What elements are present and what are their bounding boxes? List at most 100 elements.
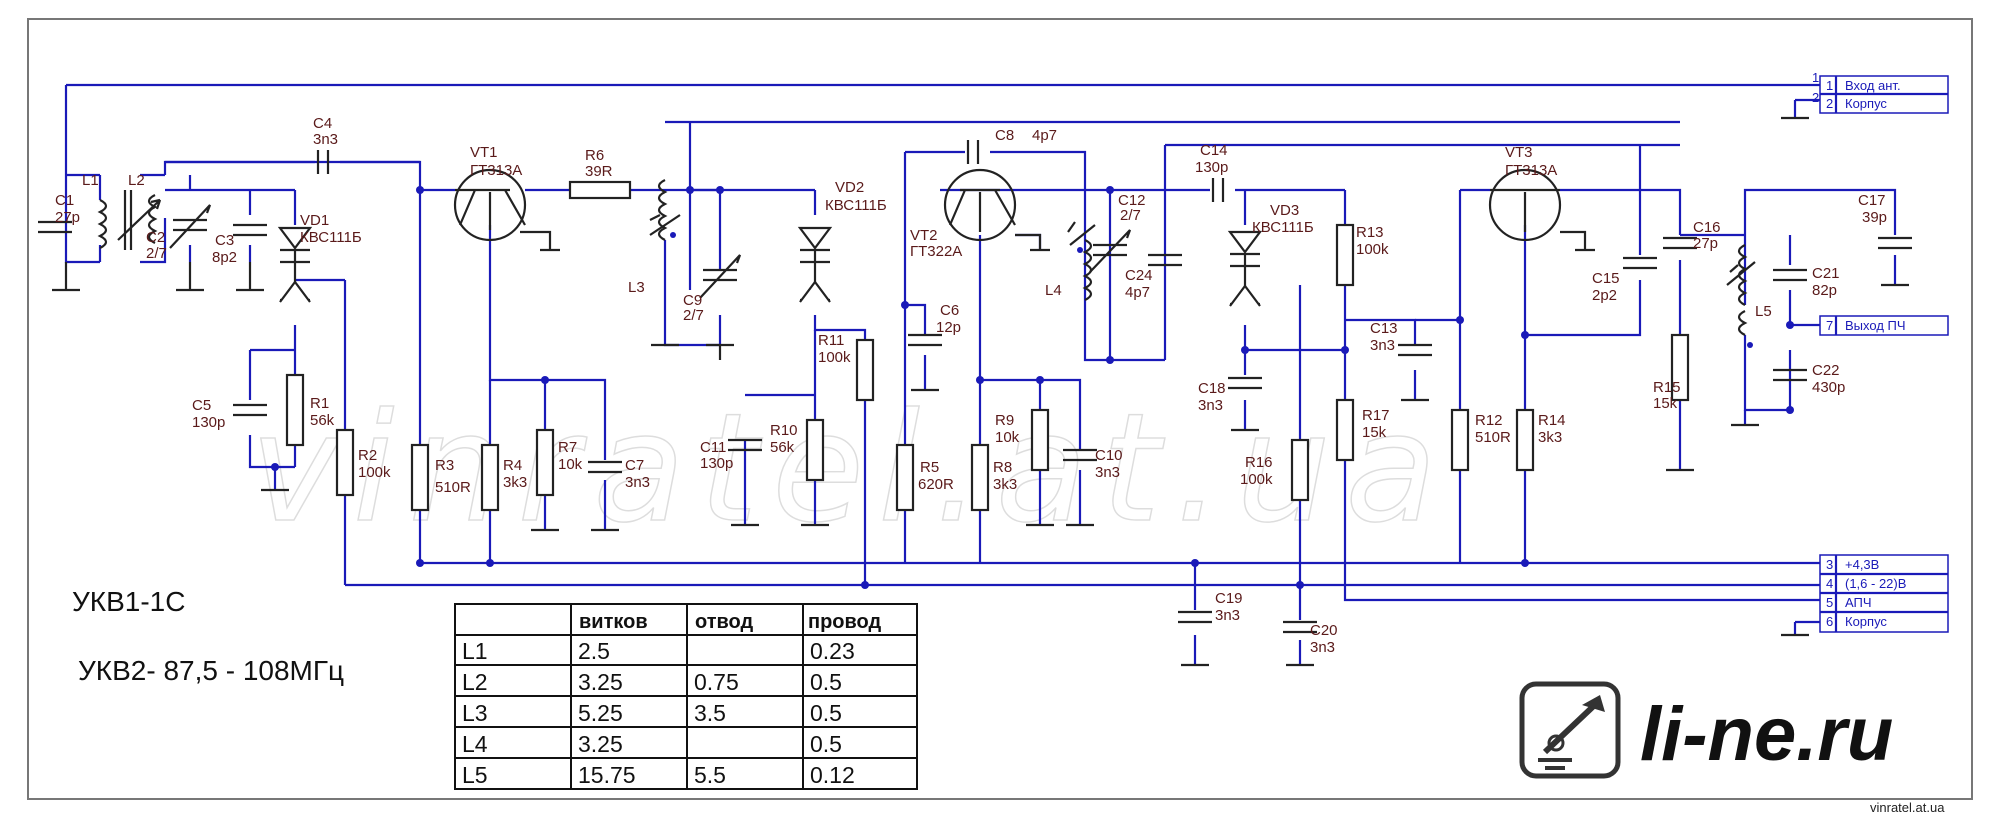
c20-value: 3n3 [1310,639,1335,656]
r1-value: 56k [310,412,335,429]
r16-value: 100k [1240,471,1273,488]
capacitor-c3: C3 8p2 [212,223,267,266]
table-header-tap: отвод [695,611,753,633]
capacitor-c1: C1 27p [38,192,80,234]
resistor-r9: R9 10k [995,408,1050,472]
terminal-7-label: Выход ПЧ [1845,318,1906,333]
c15-ref: C15 [1592,270,1620,287]
r5-ref: R5 [920,459,939,476]
c2-value: 2/7 [146,245,167,262]
c20-ref: C20 [1310,622,1338,639]
r7-ref: R7 [558,439,577,456]
c11-ref: C11 [700,439,726,456]
wires [64,83,1897,665]
c4-value: 3n3 [313,131,338,148]
vt3-value: ГТ313А [1505,162,1557,179]
terminal-2-label: Корпус [1845,96,1887,111]
r17-ref: R17 [1362,407,1390,424]
logo-text: li-ne.ru [1640,692,1893,777]
drawing-frame [27,18,1973,800]
c18-value: 3n3 [1198,397,1223,414]
terminal-block-bottom: 3 +4,3В 4 (1,6 - 22)В 5 АПЧ 6 Корпус [1819,554,1949,633]
terminal-2-num: 2 [1826,96,1833,111]
r14-value: 3k3 [1538,429,1562,446]
table-cell: L1 [462,638,488,664]
resistor-r17: R17 15k [1335,398,1390,462]
varicap-vd2: VD2 КВС111Б [797,179,887,303]
table-cell: 0.75 [694,669,739,695]
terminal-block-if-out: 7 Выход ПЧ [1819,315,1949,336]
terminal-5-num: 5 [1826,595,1833,610]
capacitor-c4: C4 3n3 [313,115,338,174]
r3-value: 510R [435,479,471,496]
vt2-ref: VT2 [910,227,938,244]
r6-value: 39R [585,163,613,180]
capacitor-c16: C16 27p [1663,219,1721,252]
r5-value: 620R [918,476,954,493]
table-cell: 0.5 [810,700,842,726]
l1-ref: L1 [82,172,99,189]
c12-ref: C12 [1118,192,1146,209]
c5-ref: C5 [192,397,211,414]
terminal-4-label: (1,6 - 22)В [1845,576,1906,591]
capacitor-c17: C17 39p [1858,192,1912,250]
soldering-iron-icon [1519,681,1621,779]
table-cell: 0.12 [810,762,855,788]
r16-ref: R16 [1245,454,1273,471]
resistor-r14: R14 3k3 [1515,408,1566,472]
trimmer-capacitor-c9: C9 2/7 [683,254,742,324]
c14-ref: C14 [1200,142,1228,159]
c17-ref: C17 [1858,192,1886,209]
c22-ref: C22 [1812,362,1840,379]
capacitor-c8: C8 4p7 [966,127,1057,164]
l5-ref: L5 [1755,303,1772,320]
terminal-7-num: 7 [1826,318,1833,333]
r9-value: 10k [995,429,1020,446]
terminal-3-num: 3 [1826,557,1833,572]
terminal-1-pin: 1 [1812,70,1819,85]
capacitor-c13: C13 3n3 [1370,320,1432,357]
c19-ref: C19 [1215,590,1243,607]
varicap-vd1: VD1 КВС111Б [277,212,362,303]
terminal-6-label: Корпус [1845,614,1887,629]
resistor-r15: R15 15k [1653,333,1690,412]
resistor-r7: R7 10k [535,428,583,497]
resistor-r8: R8 3k3 [970,443,1017,512]
c22-value: 430p [1812,379,1845,396]
r1-ref: R1 [310,395,329,412]
terminal-block-top: 1 1 Вход ант. 2 2 Корпус [1812,70,1949,114]
table-cell: 15.75 [578,762,636,788]
page-subtitle: УКВ2- 87,5 - 108МГц [78,655,344,686]
r10-value: 56k [770,439,795,456]
r10-ref: R10 [770,422,798,439]
r12-ref: R12 [1475,412,1503,429]
l2-ref: L2 [128,172,145,189]
vt3-ref: VT3 [1505,144,1533,161]
inductor-l5: L5 [1726,244,1772,348]
resistor-r16: R16 100k [1240,438,1310,502]
r8-value: 3k3 [993,476,1017,493]
vd3-value: КВС111Б [1252,219,1314,236]
resistor-r10: R10 56k [770,418,825,482]
page-title: УКВ1-1С [72,586,185,617]
table-cell: 0.5 [810,669,842,695]
c14-value: 130p [1195,159,1228,176]
table-cell: 5.5 [694,762,726,788]
terminal-1-label: Вход ант. [1845,78,1901,93]
r13-value: 100k [1356,241,1389,258]
trimmer-capacitor-c2: C2 2/7 [146,204,212,262]
c16-ref: C16 [1693,219,1721,236]
capacitor-c5: C5 130p [192,397,267,431]
c9-ref: C9 [683,292,702,309]
table-cell: 5.25 [578,700,623,726]
varicap-vd3: VD3 КВС111Б [1227,202,1314,307]
capacitor-c7: C7 3n3 [588,457,650,491]
r15-ref: R15 [1653,379,1681,396]
transistor-vt1: VT1 ГТ313А [453,144,560,252]
resistor-r2: R2 100k [335,428,391,497]
vd1-value: КВС111Б [300,229,362,246]
r14-ref: R14 [1538,412,1566,429]
r13-ref: R13 [1356,224,1384,241]
capacitor-c6: C6 12p [908,302,961,347]
resistor-r5: R5 620R [895,443,954,512]
